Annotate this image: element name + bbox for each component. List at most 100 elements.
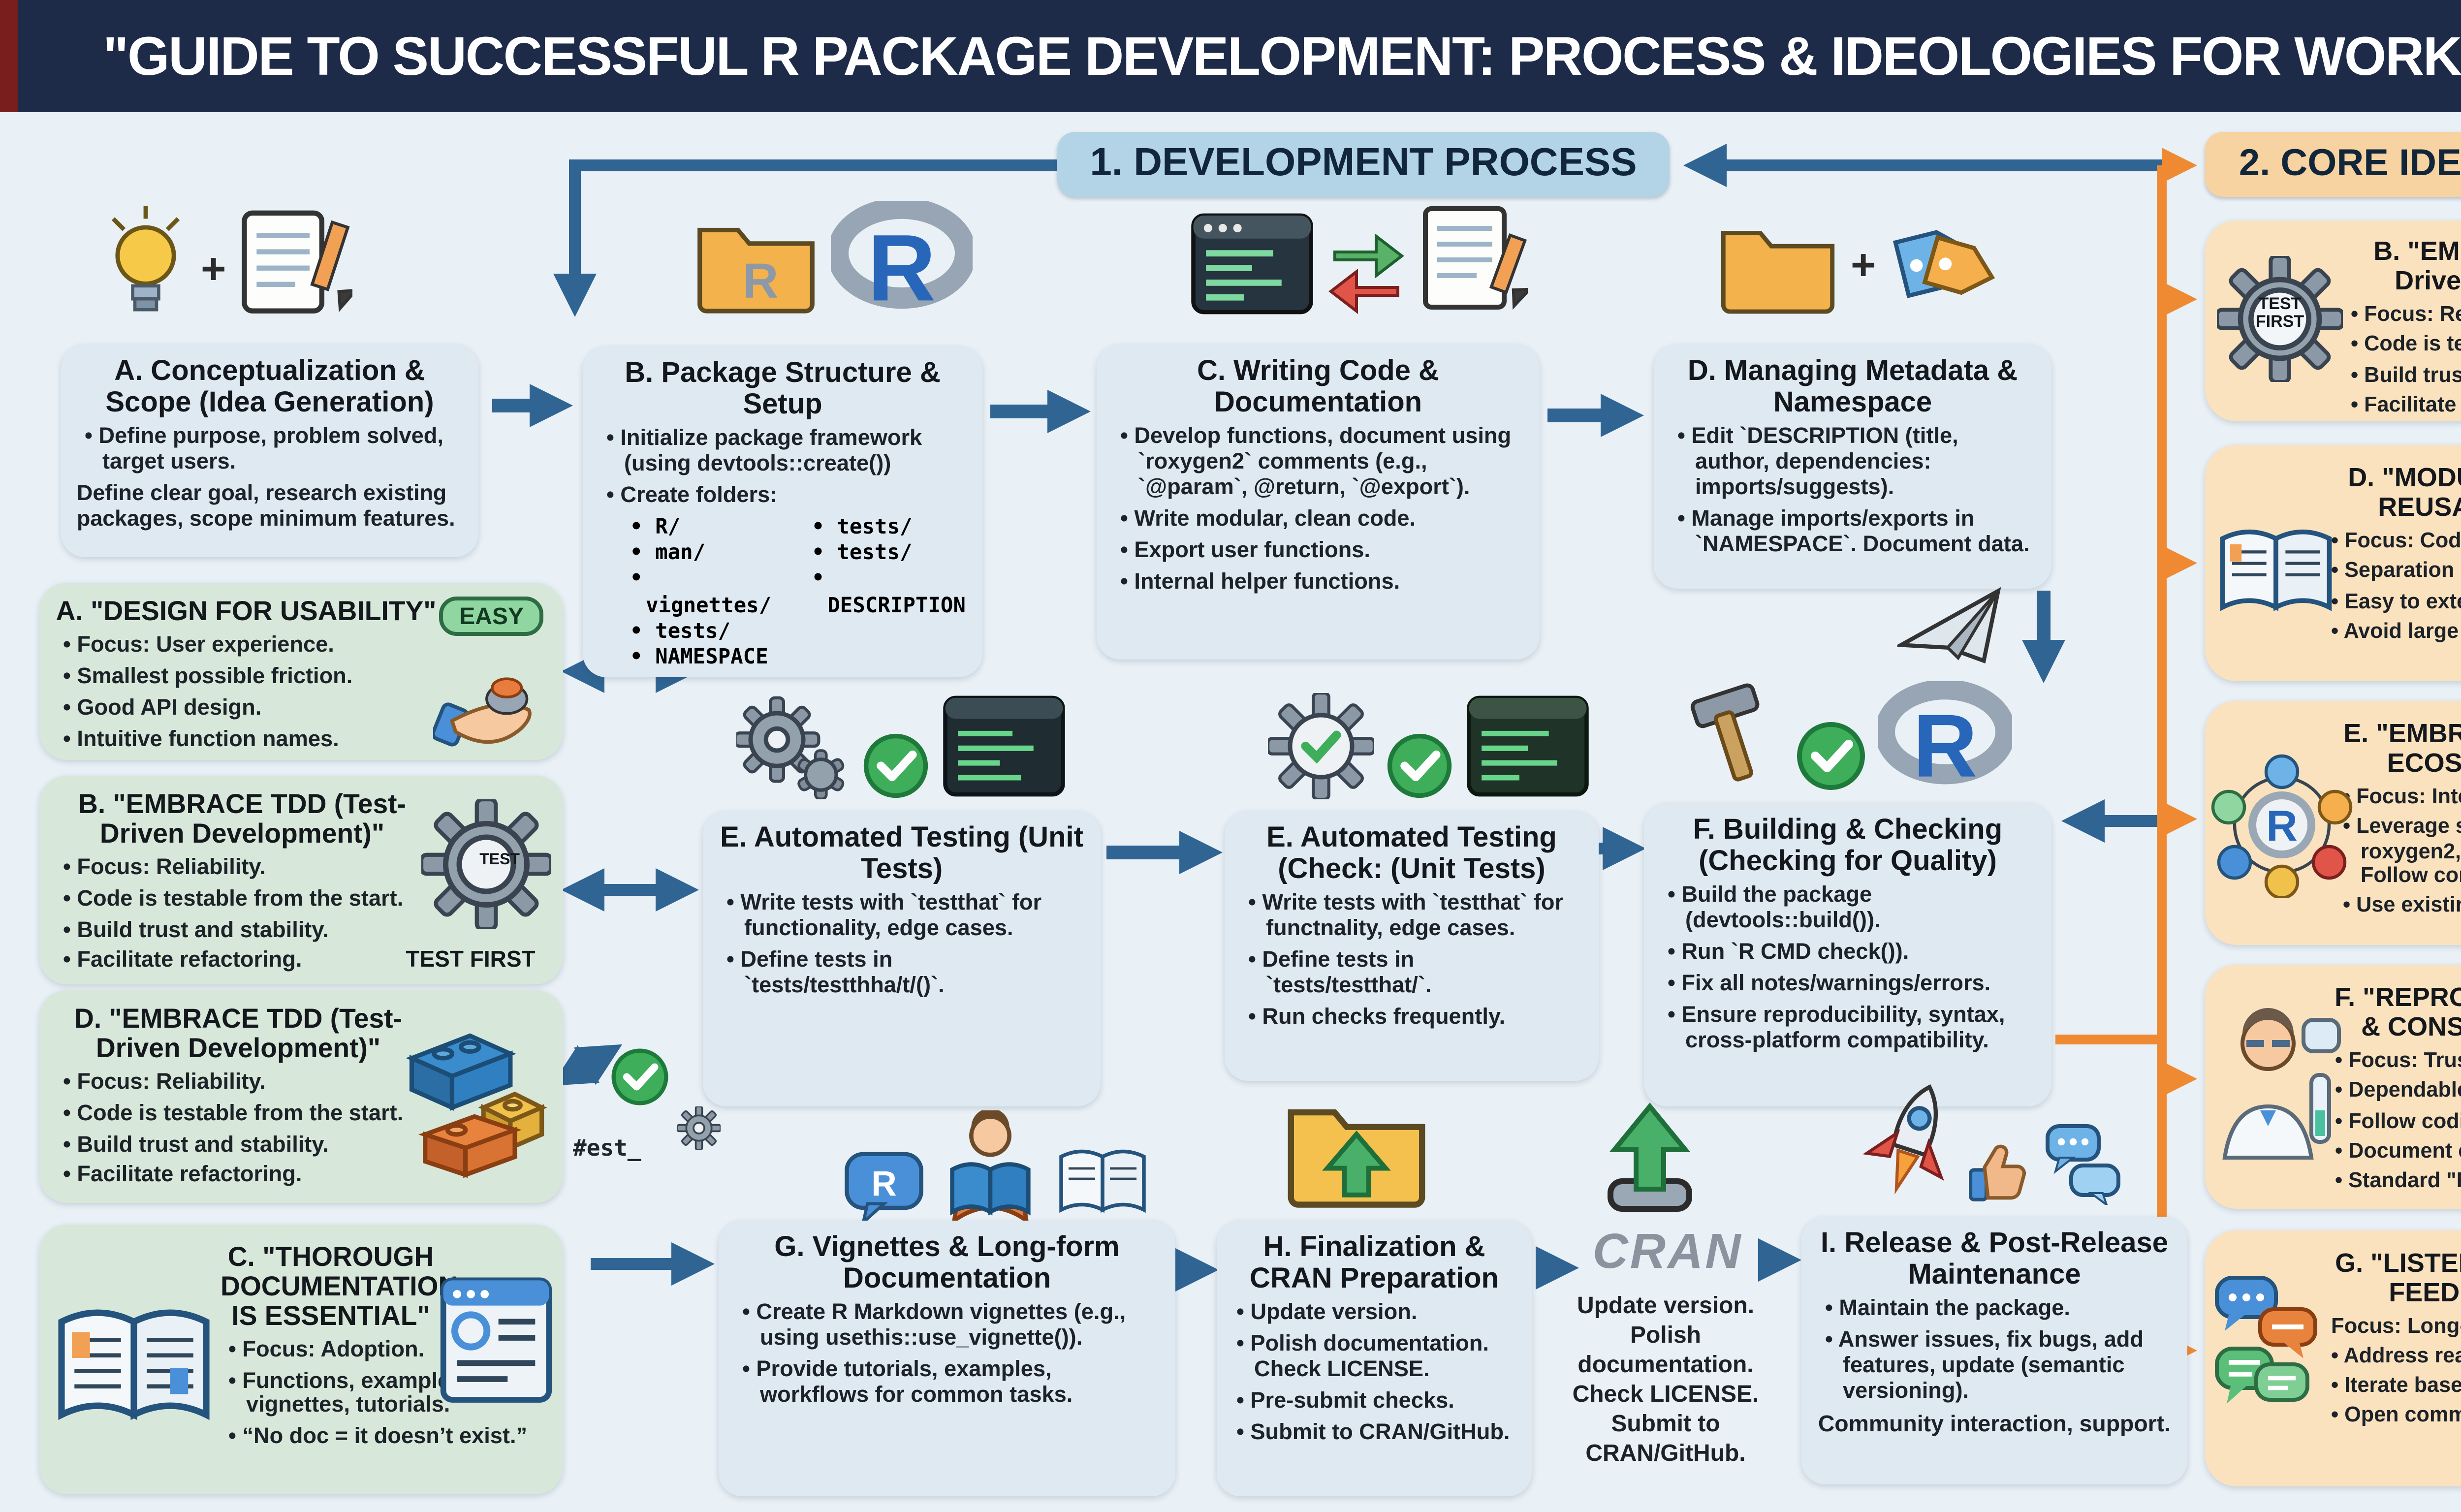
- box-automated-testing-unit: E. Automated Testing (Unit Tests) Write …: [703, 811, 1101, 1106]
- box-title: E. "EMBRACE THE R ECOSYSTEM": [2343, 719, 2461, 777]
- bullet: Focus: Reliability.: [2351, 304, 2461, 328]
- box-title: E. Automated Testing (Check: (Unit Tests…: [1266, 823, 1557, 885]
- bullet: Code is testable from the start.: [63, 887, 421, 913]
- box-package-structure: B. Package Structure & Setup Initialize …: [583, 346, 982, 677]
- book-icon: [1059, 1149, 1146, 1213]
- folder-item: tests/: [812, 542, 975, 568]
- community-footer: Community interaction, support.: [1818, 1411, 2171, 1437]
- page-title: "GUIDE TO SUCCESSFUL R PACKAGE DEVELOPME…: [103, 25, 2461, 86]
- box-title: F. "REPRODUCIBILITY & CONSISTENCY": [2335, 982, 2461, 1041]
- bullet: Separation of concerns.: [2331, 560, 2461, 584]
- terminal-icon: [1467, 695, 1589, 797]
- cran-step: Submit to: [1611, 1410, 1720, 1437]
- open-book-icon: [58, 1309, 210, 1420]
- bullet: Focus: Code quality.: [2331, 530, 2461, 554]
- arrow-header-to-b: [553, 159, 1073, 317]
- building-icons: R: [1681, 681, 2012, 791]
- gear-label: TEST FIRST: [2255, 293, 2304, 332]
- svg-text:R: R: [2266, 801, 2298, 850]
- bullet: Write tests with `testthat` for functnal…: [1248, 892, 1579, 943]
- bullet: Document environments.: [2335, 1140, 2461, 1164]
- easy-badge: EASY: [440, 597, 543, 636]
- folder-item: tests/: [812, 516, 975, 542]
- check-circle-icon: [611, 1048, 668, 1105]
- open-book-icon: [2220, 529, 2332, 611]
- bullet: Edit `DESCRIPTION (title, author, depend…: [1677, 426, 2032, 502]
- bullet-list: Initialize package framework (using devt…: [606, 428, 963, 510]
- folder-list-left: R/man/vignettes/tests/NAMESPACE: [630, 516, 780, 672]
- box-vignettes: G. Vignettes & Long-form Documentation C…: [719, 1221, 1175, 1496]
- gears-icon: [736, 696, 845, 799]
- bullet-list: Build the package (devtools::build()).Ru…: [1668, 884, 2032, 1054]
- bullet: Easy to extend, maintain, test.: [2331, 590, 2461, 614]
- testing-icons: [736, 693, 1067, 799]
- r-logo-icon: R: [831, 201, 973, 315]
- box-writing-code: C. Writing Code & Documentation Develop …: [1097, 345, 1540, 660]
- core-ideology-tdd: B. "EMBRACE TDD (Test-Driven Development…: [2205, 220, 2461, 421]
- folder-item: tests/: [630, 620, 780, 646]
- structure-icons: R R: [693, 201, 973, 315]
- bullet: Avoid large monoliths.: [2331, 620, 2461, 644]
- cran-step: Check LICENSE.: [1572, 1380, 1759, 1408]
- bullet: Maintain the package.: [1825, 1298, 2168, 1323]
- bullet: Facilitate refactoring.: [63, 950, 421, 976]
- bullet: Facilitate refactoring.: [2351, 394, 2461, 418]
- bullet: Write modular, clean code.: [1120, 508, 1520, 534]
- bullet: Follow coding standards.: [2335, 1110, 2461, 1134]
- folder-list-right: tests/tests/DESCRIPTION: [812, 516, 975, 672]
- title-edge-left: [0, 0, 18, 112]
- box-building-checking: F. Building & Checking (Checking for Qua…: [1644, 803, 2051, 1106]
- finalization-icons: [1284, 1095, 1429, 1213]
- box-title: B. "EMBRACE TDD (Test-Driven Development…: [78, 789, 406, 849]
- bullet: Build trust and stability.: [63, 1133, 410, 1159]
- core-ideology-r-ecosystem: E. "EMBRACE THE R ECOSYSTEM" Focus: Inte…: [2205, 701, 2461, 945]
- box-title: G. "LISTEN TO USER FEEDBACK": [2335, 1248, 2461, 1307]
- metadata-icons: +: [1717, 205, 2006, 315]
- bullet: Code is testable from the start.: [63, 1102, 410, 1128]
- gear-label: TEST: [479, 850, 520, 868]
- box-title: B. "EMBRACE TDD (Test-Driven Development…: [2373, 236, 2461, 295]
- core-ideology-modularity: D. "MODULARITY & REUSABILITY" Focus: Cod…: [2205, 445, 2461, 681]
- idea-icons: +: [102, 197, 352, 319]
- bullet-list: Focus: Adoption. Functions, examples, vig…: [228, 1338, 547, 1451]
- svg-text:R: R: [1913, 696, 1978, 791]
- bullet: Use existing packages.: [2343, 894, 2461, 918]
- bullet: Fix all notes/warnings/errors.: [1668, 973, 2032, 998]
- box-title: I. Release & Post-Release Maintenance: [1820, 1228, 2168, 1291]
- bullet: Focus: Reliability.: [63, 856, 421, 882]
- box-title: A. Conceptualization & Scope (Idea Gener…: [105, 356, 434, 419]
- box-title: E. Automated Testing (Unit Tests): [720, 823, 1083, 885]
- bullet: Open community, issues on GitHub.: [2331, 1404, 2461, 1428]
- bullet: Intuitive function names.: [63, 727, 425, 753]
- bullet: Submit to CRAN/GitHub.: [1236, 1421, 1512, 1447]
- plus-icon: +: [201, 244, 226, 293]
- bullet: Create folders:: [606, 484, 963, 510]
- bullet: Define tests in `tests/testthha/t/()`.: [726, 949, 1081, 1000]
- bullet: Dependable outputs.: [2335, 1080, 2461, 1104]
- svg-text:R: R: [871, 1164, 897, 1203]
- vignette-icons: R: [843, 1110, 1150, 1225]
- folder-columns: R/man/vignettes/tests/NAMESPACE tests/te…: [630, 516, 975, 672]
- bullet: Focus: Integration.: [2343, 786, 2461, 810]
- gear-test-icon: [421, 799, 551, 929]
- check-circle-icon: [1387, 733, 1452, 798]
- small-gear-icon: [677, 1106, 721, 1150]
- header-development-process: 1. DEVELOPMENT PROCESS: [1057, 132, 1670, 197]
- arrow-tdd2-link: [551, 1044, 623, 1086]
- upload-button-icon: [1608, 1102, 1692, 1212]
- r-bubble-icon: R: [845, 1152, 923, 1225]
- box-title: B. Package Structure & Setup: [625, 358, 941, 421]
- box-automated-testing-check: E. Automated Testing (Check: (Unit Tests…: [1225, 811, 1599, 1081]
- folder-item: man/: [630, 542, 780, 568]
- bullet: Functions, examples, vignettes, tutorial…: [228, 1369, 547, 1420]
- box-title: C. Writing Code & Documentation: [1197, 356, 1439, 419]
- bullet: Focus: Reliability.: [63, 1071, 410, 1096]
- bullet: Focus: Adoption.: [228, 1338, 547, 1364]
- box-conceptualization: A. Conceptualization & Scope (Idea Gener…: [61, 345, 478, 557]
- bullet: Build trust and stability.: [2351, 364, 2461, 388]
- bullet: Define tests in `tests/testthat/`.: [1248, 949, 1579, 1000]
- terminal-icon: [943, 695, 1065, 797]
- bullet: Focus: Trust.: [2335, 1050, 2461, 1074]
- bullet: Run `R CMD check()).: [1668, 941, 2032, 967]
